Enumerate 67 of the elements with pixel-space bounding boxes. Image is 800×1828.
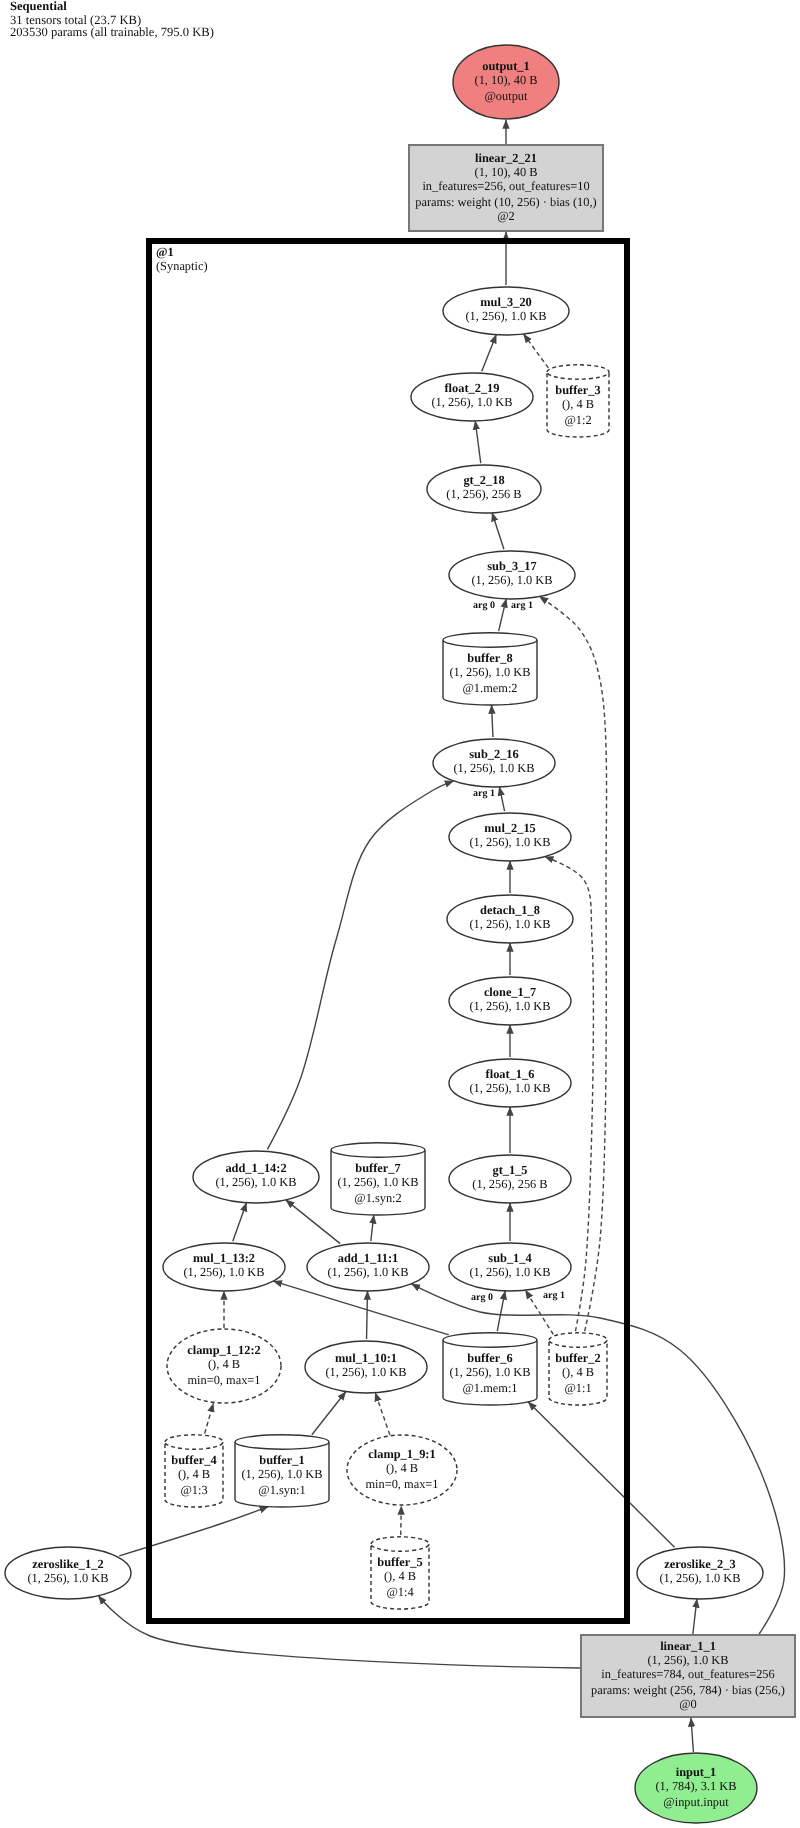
operation-ellipse: [4, 1545, 132, 1599]
operation-ellipse: [192, 1149, 320, 1203]
buffer-cylinder: [330, 1141, 426, 1215]
arrow: [369, 1214, 377, 1242]
dashed-arrow: [538, 595, 608, 1332]
buffer-cylinder: [164, 1433, 224, 1507]
operation-ellipse: [446, 893, 574, 943]
output-ellipse: [452, 44, 560, 120]
arrow: [506, 942, 514, 976]
arrow: [481, 334, 497, 372]
arrow: [266, 780, 455, 1151]
dashed-arrow: [524, 1289, 555, 1336]
buffer-cylinder: [370, 1535, 430, 1609]
arrow: [285, 1199, 341, 1245]
operation-ellipse: [162, 1241, 286, 1291]
operation-ellipse: [442, 285, 570, 335]
buffer-cylinder: [442, 631, 538, 705]
operation-ellipse: [636, 1545, 764, 1599]
module-cluster: [146, 238, 630, 1624]
arrow: [527, 1401, 676, 1548]
arrow: [506, 1024, 514, 1058]
layer-box: [408, 144, 604, 232]
arrow: [491, 512, 505, 550]
arrow: [488, 704, 496, 738]
layer-box: [580, 1634, 796, 1718]
arrow: [363, 1290, 371, 1340]
buffer-cylinder: [234, 1433, 330, 1507]
arrow: [502, 231, 510, 286]
operation-ellipse: [448, 811, 572, 861]
arrow: [232, 1202, 248, 1242]
arrow: [502, 119, 510, 145]
arrow: [311, 1390, 347, 1436]
dashed-arrow: [522, 333, 550, 369]
operation-ellipse: [448, 1057, 572, 1107]
operation-ellipse: [306, 1241, 430, 1291]
buffer-cylinder: [442, 1331, 538, 1405]
arrow: [687, 1717, 696, 1753]
arrow: [497, 598, 508, 632]
operation-ellipse: [448, 549, 576, 599]
arrow: [506, 860, 514, 894]
dashed-arrow: [220, 1290, 228, 1329]
arrow: [118, 1505, 269, 1557]
arrow: [272, 1280, 450, 1336]
operation-ellipse: [346, 1434, 458, 1506]
dashed-arrow: [397, 1505, 405, 1536]
operation-ellipse: [304, 1339, 428, 1393]
operation-ellipse: [410, 371, 534, 421]
operation-ellipse: [448, 1153, 572, 1203]
arrow: [506, 1106, 514, 1154]
buffer-cylinder: [548, 1331, 608, 1405]
operation-ellipse: [426, 463, 542, 513]
operation-ellipse: [448, 1241, 572, 1291]
arrow: [506, 1202, 514, 1242]
arrow: [410, 1283, 786, 1635]
arrow: [496, 1290, 508, 1332]
operation-ellipse: [448, 975, 572, 1025]
dashed-arrow: [374, 1392, 391, 1436]
operation-ellipse: [432, 737, 556, 787]
input-ellipse: [634, 1752, 758, 1824]
arrow: [97, 1595, 581, 1669]
buffer-cylinder: [546, 363, 610, 437]
arrow: [497, 786, 506, 812]
dashed-arrow: [203, 1402, 215, 1435]
operation-ellipse: [166, 1328, 282, 1404]
arrow: [472, 420, 482, 464]
dashed-arrow: [544, 856, 595, 1332]
arrow: [692, 1598, 700, 1635]
